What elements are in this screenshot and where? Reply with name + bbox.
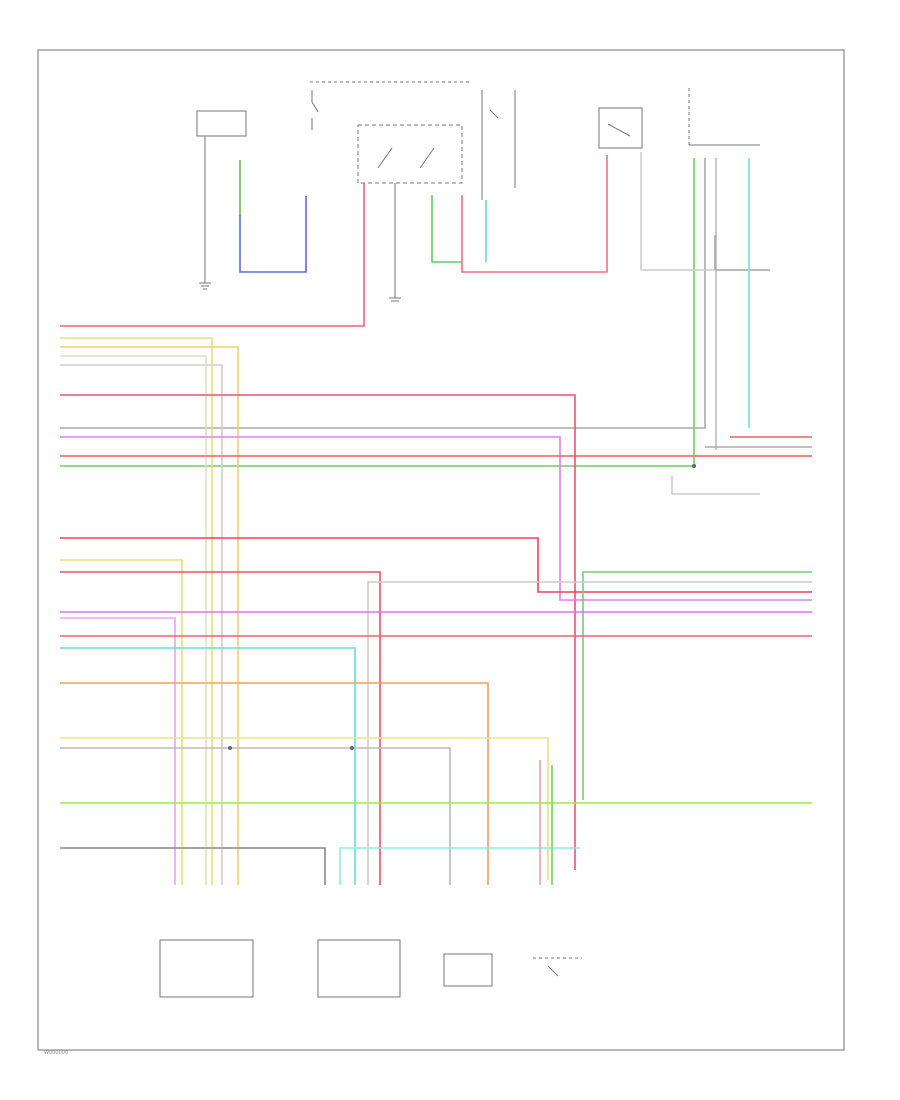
wire-red-lower-2 [60,571,381,885]
bottom-switch-4 [533,957,582,977]
top-left-component [196,110,247,290]
wire-gray-lower [367,581,812,885]
wire-cyan-bottom [339,847,580,885]
wire-gray-bottom [60,747,451,885]
top-dual-switch [357,124,463,302]
wire-orange [60,682,489,885]
bottom-module-3 [443,953,493,987]
top-relay-line [481,90,516,200]
top-small-switch [310,81,470,130]
wire-green-lower [582,571,812,800]
wire-row-gray-4 [60,364,223,885]
bottom-module-1 [159,939,254,998]
wire-far-right-gray3 [640,152,715,271]
wire-gray-right-low [671,476,760,495]
wire-magenta-1 [60,436,812,601]
footer-code: W000000 [44,1050,68,1056]
wire-cyan-lower [60,647,356,885]
wire-row-beige [60,355,207,885]
wire-yellow-bottom [60,737,549,880]
wire-red-row1 [60,183,365,327]
wire-gray-ground [60,847,326,885]
wire-blue-loop [239,160,307,273]
wire-red-loop [461,155,608,273]
wire-red-long [60,394,576,870]
top-right-connector [688,88,770,271]
wire-magenta-lower-2 [60,617,176,885]
diagram-frame [37,49,845,1051]
splice-points [228,464,696,750]
bottom-module-2 [317,939,401,998]
wire-row-yellow-2 [60,346,239,885]
wire-green-loop [431,195,462,263]
wire-far-right-green [60,158,695,467]
wires [60,152,812,885]
wire-red-lower [60,537,812,593]
wire-far-right-gray [60,158,706,429]
top-right-relay [598,107,643,149]
wire-yellow-lower [60,559,183,885]
bottom-components [159,939,582,998]
